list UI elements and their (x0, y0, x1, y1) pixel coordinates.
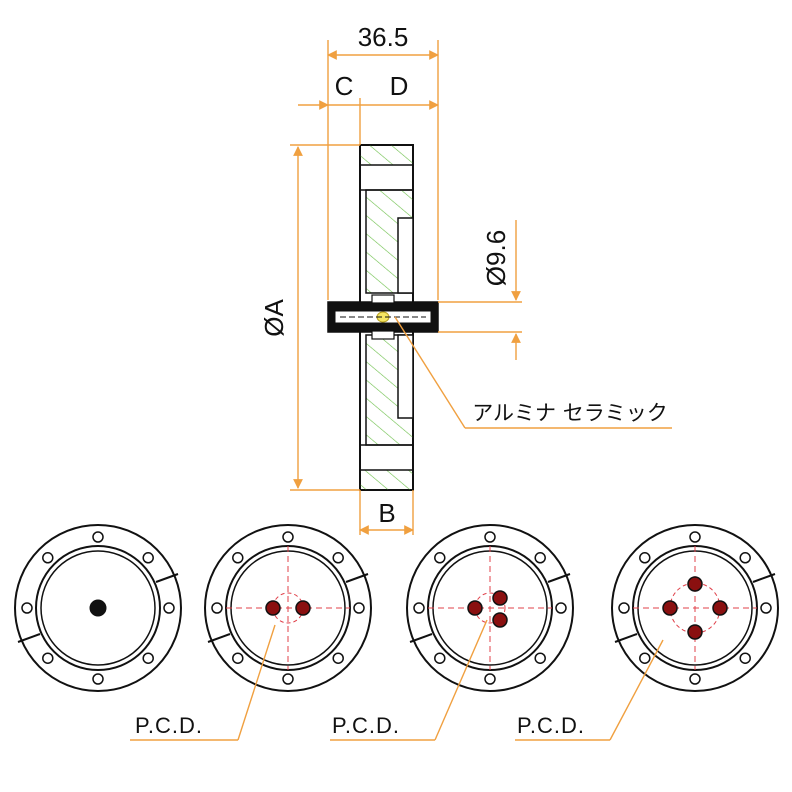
bolt-hole (42, 552, 54, 564)
bolt-hole (142, 652, 154, 664)
leak-slot (345, 573, 369, 583)
bolt-hole (689, 673, 701, 685)
leak-slot (409, 633, 433, 643)
leak-slot (155, 573, 179, 583)
flange-top-band (359, 144, 414, 166)
bolt-hole (484, 531, 496, 543)
bolt-hole (332, 552, 344, 564)
pin (492, 590, 508, 606)
pin (687, 624, 703, 640)
bolt-hole (282, 673, 294, 685)
dim-d: D (390, 71, 409, 101)
front-views (14, 524, 779, 692)
bolt-hole (353, 602, 365, 614)
bolt-hole (689, 531, 701, 543)
bolt-hole (434, 552, 446, 564)
leak-slot (752, 573, 776, 583)
bolt-hole (163, 602, 175, 614)
pin (89, 599, 107, 617)
pcd-leaders (130, 619, 664, 741)
pin (265, 600, 281, 616)
bolt-hole (534, 552, 546, 564)
bolt-hole (232, 552, 244, 564)
pin (662, 600, 678, 616)
flange-groove-outer (35, 545, 161, 671)
bolt-hole (555, 602, 567, 614)
bolt-hole (739, 552, 751, 564)
material-callout: アルミナ セラミック (472, 401, 667, 425)
dimension-lines (290, 40, 672, 535)
bolt-hole (760, 602, 772, 614)
bolt-hole (92, 673, 104, 685)
bolt-hole (21, 602, 33, 614)
pin (295, 600, 311, 616)
bolt-hole (639, 552, 651, 564)
bolt-hole (484, 673, 496, 685)
pcd-label-3: P.C.D. (517, 713, 585, 738)
bolt-hole (92, 531, 104, 543)
flange-bottom-band (359, 469, 414, 491)
bolt-hole (618, 602, 630, 614)
leak-slot (17, 633, 41, 643)
pin (712, 600, 728, 616)
bolt-hole (232, 652, 244, 664)
front-view-3 (406, 524, 574, 692)
bolt-hole (413, 602, 425, 614)
bolt-hole (42, 652, 54, 664)
bolt-hole (282, 531, 294, 543)
dim-b: B (378, 498, 395, 528)
flange-groove-inner (40, 550, 156, 666)
bolt-hole (332, 652, 344, 664)
dim-diameter-a: ØA (259, 299, 289, 337)
leak-slot (614, 633, 638, 643)
front-view-2 (204, 524, 372, 692)
pcd-label-2: P.C.D. (332, 713, 400, 738)
leak-slot (207, 633, 231, 643)
pcd-circle (474, 592, 506, 624)
pin (687, 576, 703, 592)
bolt-hole (639, 652, 651, 664)
dim-diameter-9-6: Ø9.6 (481, 230, 511, 286)
leak-slot (547, 573, 571, 583)
front-view-1 (14, 524, 182, 692)
bolt-hole (142, 552, 154, 564)
pin (467, 600, 483, 616)
bolt-hole (434, 652, 446, 664)
pcd-label-1: P.C.D. (135, 713, 203, 738)
side-view (327, 144, 439, 491)
pin (492, 612, 508, 628)
bolt-hole (534, 652, 546, 664)
dim-c: C (335, 71, 354, 101)
bolt-hole (211, 602, 223, 614)
bolt-hole (739, 652, 751, 664)
front-view-4 (611, 524, 779, 692)
dim-overall-length: 36.5 (358, 22, 409, 52)
